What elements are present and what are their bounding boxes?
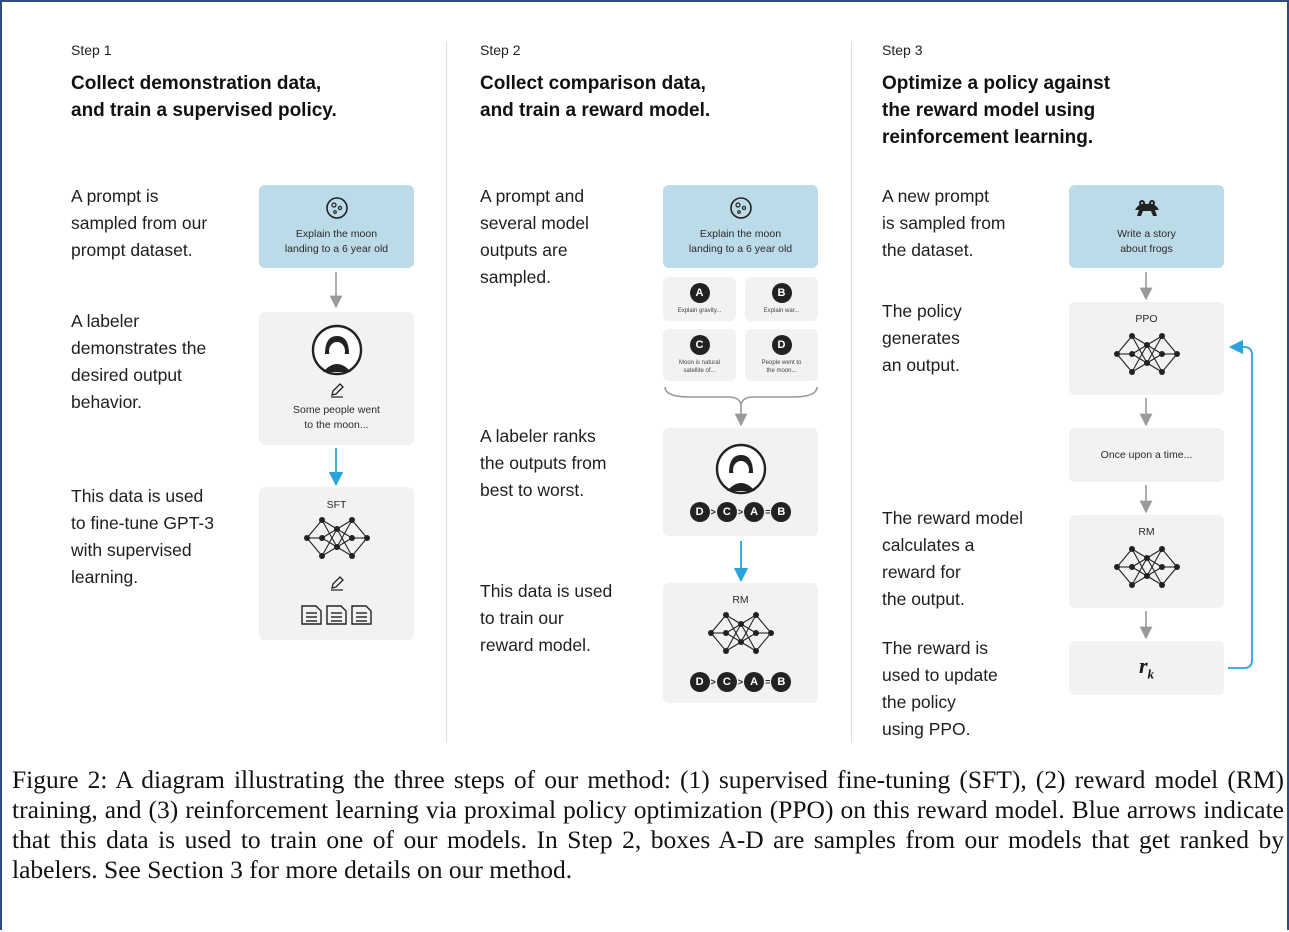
divider-2	[851, 42, 852, 742]
output-letter-b: B	[771, 283, 792, 303]
pencil-icon	[331, 383, 344, 398]
reward-value: rk	[1138, 653, 1155, 682]
step3-reward-box: rk	[1069, 641, 1224, 695]
step2-label: Step 2	[480, 42, 521, 58]
output-letter-d: D	[771, 335, 792, 355]
step1-label: Step 1	[71, 42, 112, 58]
step3-title-line3: reinforcement learning.	[882, 127, 1094, 148]
step3-title-line1: Optimize a policy against	[882, 73, 1111, 94]
pencil-icon	[331, 576, 344, 591]
rm-label: RM	[1138, 526, 1155, 538]
rm-label: RM	[732, 594, 749, 606]
step1-title-line2: and train a supervised policy.	[71, 100, 337, 121]
moon-icon	[730, 197, 752, 219]
step2-title-line2: and train a reward model.	[480, 100, 711, 121]
step1-title-line1: Collect demonstration data,	[71, 73, 322, 94]
step3-title-line2: the reward model using	[882, 100, 1096, 121]
neural-network-icon	[1114, 333, 1180, 375]
divider-1	[446, 42, 447, 742]
output-letter-a: A	[689, 283, 710, 303]
neural-network-icon	[708, 612, 774, 654]
ranking-row: D>C>A=B	[663, 502, 818, 522]
sft-label: SFT	[326, 499, 347, 511]
figure-caption: Figure 2: A diagram illustrating the thr…	[12, 765, 1284, 884]
step3-output-box: Once upon a time...	[1069, 428, 1224, 482]
neural-network-icon	[304, 517, 370, 559]
step2-rank-box: D>C>A=B	[663, 428, 818, 536]
frog-icon	[1135, 200, 1159, 216]
neural-network-icon	[1114, 546, 1180, 588]
output-box-b: B Explain war...	[745, 277, 818, 321]
document-icon	[301, 605, 372, 625]
step3-policy-box: PPO	[1069, 302, 1224, 395]
step2-title-line1: Collect comparison data,	[480, 73, 706, 94]
step3-rm-box: RM	[1069, 515, 1224, 608]
ppo-label: PPO	[1135, 313, 1158, 325]
output-letter-c: C	[689, 335, 710, 355]
ranking-row: D>C>A=B	[663, 672, 818, 692]
step2-rm-box: RM D>C>A=B	[663, 583, 818, 703]
labeler-avatar-icon	[311, 324, 363, 376]
labeler-avatar-icon	[715, 443, 767, 495]
output-box-a: A Explain gravity...	[663, 277, 736, 321]
step3-label: Step 3	[882, 42, 923, 58]
moon-icon	[326, 197, 348, 219]
step1-sft-box: SFT	[259, 487, 414, 640]
